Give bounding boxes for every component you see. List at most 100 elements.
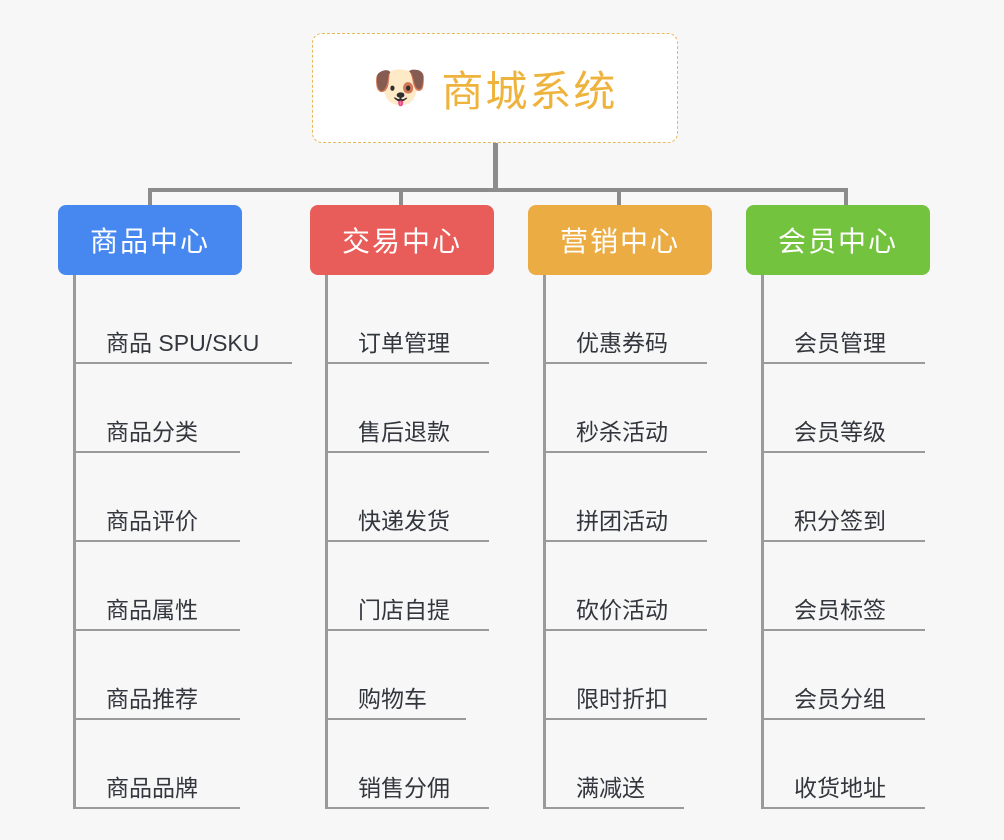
list-item-label: 商品属性 [106,597,198,623]
drop-connector-product-center [148,188,152,210]
category-title: 营销中心 [559,226,680,257]
list-item-label: 砍价活动 [576,597,668,623]
column-member-center: 会员中心 会员管理 会员等级 积分签到 会员标签 会员分组 [746,205,976,809]
item-underline [73,807,240,809]
list-item[interactable]: 门店自提 [325,542,540,631]
item-underline [73,540,240,542]
list-item-label: 拼团活动 [576,508,668,534]
column-marketing-center: 营销中心 优惠券码 秒杀活动 拼团活动 砍价活动 限时折扣 [528,205,758,809]
category-title: 会员中心 [777,226,898,257]
item-underline [761,807,925,809]
list-item-label: 满减送 [576,775,645,801]
item-underline [325,807,489,809]
list-item[interactable]: 会员分组 [761,631,976,720]
list-item[interactable]: 售后退款 [325,364,540,453]
list-item[interactable]: 满减送 [543,720,758,809]
list-item[interactable]: 砍价活动 [543,542,758,631]
list-item[interactable]: 商品品牌 [73,720,308,809]
item-underline [543,451,707,453]
item-underline [761,451,925,453]
column-spine [761,275,764,809]
leaf-list-marketing-center: 优惠券码 秒杀活动 拼团活动 砍价活动 限时折扣 满减送 [543,275,758,809]
item-underline [543,540,707,542]
item-underline [543,362,707,364]
column-spine [73,275,76,809]
column-spine [325,275,328,809]
list-item-label: 订单管理 [358,330,450,356]
item-underline [761,362,925,364]
leaf-list-trade-center: 订单管理 售后退款 快递发货 门店自提 购物车 销售分佣 [325,275,540,809]
list-item[interactable]: 限时折扣 [543,631,758,720]
list-item-label: 商品分类 [106,419,198,445]
item-underline [761,629,925,631]
category-header-product-center[interactable]: 商品中心 [58,205,242,275]
column-product-center: 商品中心 商品 SPU/SKU 商品分类 商品评价 商品属性 商品推荐 [58,205,308,809]
list-item-label: 购物车 [358,686,427,712]
leaf-list-member-center: 会员管理 会员等级 积分签到 会员标签 会员分组 收货地址 [761,275,976,809]
list-item-label: 商品品牌 [106,775,198,801]
list-item-label: 门店自提 [358,597,450,623]
list-item-label: 售后退款 [358,419,450,445]
category-header-member-center[interactable]: 会员中心 [746,205,930,275]
column-trade-center: 交易中心 订单管理 售后退款 快递发货 门店自提 购物车 [310,205,540,809]
list-item-label: 商品 SPU/SKU [106,330,260,356]
item-underline [543,807,684,809]
list-item-label: 秒杀活动 [576,419,668,445]
list-item-label: 积分签到 [794,508,886,534]
item-underline [325,629,489,631]
list-item[interactable]: 购物车 [325,631,540,720]
item-underline [325,362,489,364]
root-title: 商城系统 [441,67,618,115]
list-item[interactable]: 快递发货 [325,453,540,542]
item-underline [73,718,240,720]
list-item-label: 会员等级 [794,419,886,445]
list-item-label: 收货地址 [794,775,886,801]
list-item-label: 会员标签 [794,597,886,623]
list-item[interactable]: 商品评价 [73,453,308,542]
list-item-label: 优惠券码 [576,330,668,356]
list-item-label: 限时折扣 [576,686,668,712]
leaf-list-product-center: 商品 SPU/SKU 商品分类 商品评价 商品属性 商品推荐 商品品牌 [73,275,308,809]
item-underline [325,451,489,453]
item-underline [325,718,466,720]
list-item[interactable]: 销售分佣 [325,720,540,809]
category-title: 商品中心 [89,226,210,257]
column-spine [543,275,546,809]
horizontal-bus-connector [148,188,848,192]
list-item[interactable]: 优惠券码 [543,275,758,364]
item-underline [325,540,489,542]
item-underline [73,629,240,631]
list-item[interactable]: 订单管理 [325,275,540,364]
list-item-label: 会员管理 [794,330,886,356]
list-item[interactable]: 拼团活动 [543,453,758,542]
list-item[interactable]: 收货地址 [761,720,976,809]
list-item[interactable]: 会员标签 [761,542,976,631]
category-header-marketing-center[interactable]: 营销中心 [528,205,712,275]
item-underline [761,718,925,720]
list-item[interactable]: 商品属性 [73,542,308,631]
list-item-label: 会员分组 [794,686,886,712]
list-item-label: 快递发货 [358,508,450,534]
drop-connector-member-center [844,188,848,210]
category-header-trade-center[interactable]: 交易中心 [310,205,494,275]
drop-connector-marketing-center [617,188,621,210]
category-title: 交易中心 [341,226,462,257]
list-item[interactable]: 积分签到 [761,453,976,542]
list-item[interactable]: 商品 SPU/SKU [73,275,308,364]
list-item[interactable]: 商品分类 [73,364,308,453]
item-underline [543,718,707,720]
list-item[interactable]: 秒杀活动 [543,364,758,453]
root-node[interactable]: 🐶 商城系统 [312,33,678,143]
list-item-label: 商品推荐 [106,686,198,712]
list-item[interactable]: 会员管理 [761,275,976,364]
item-underline [761,540,925,542]
list-item[interactable]: 会员等级 [761,364,976,453]
drop-connector-trade-center [399,188,403,210]
list-item-label: 商品评价 [106,508,198,534]
root-stem-connector [493,143,498,190]
list-item[interactable]: 商品推荐 [73,631,308,720]
shiba-dog-face-icon: 🐶 [372,63,428,112]
item-underline [73,362,292,364]
item-underline [73,451,240,453]
